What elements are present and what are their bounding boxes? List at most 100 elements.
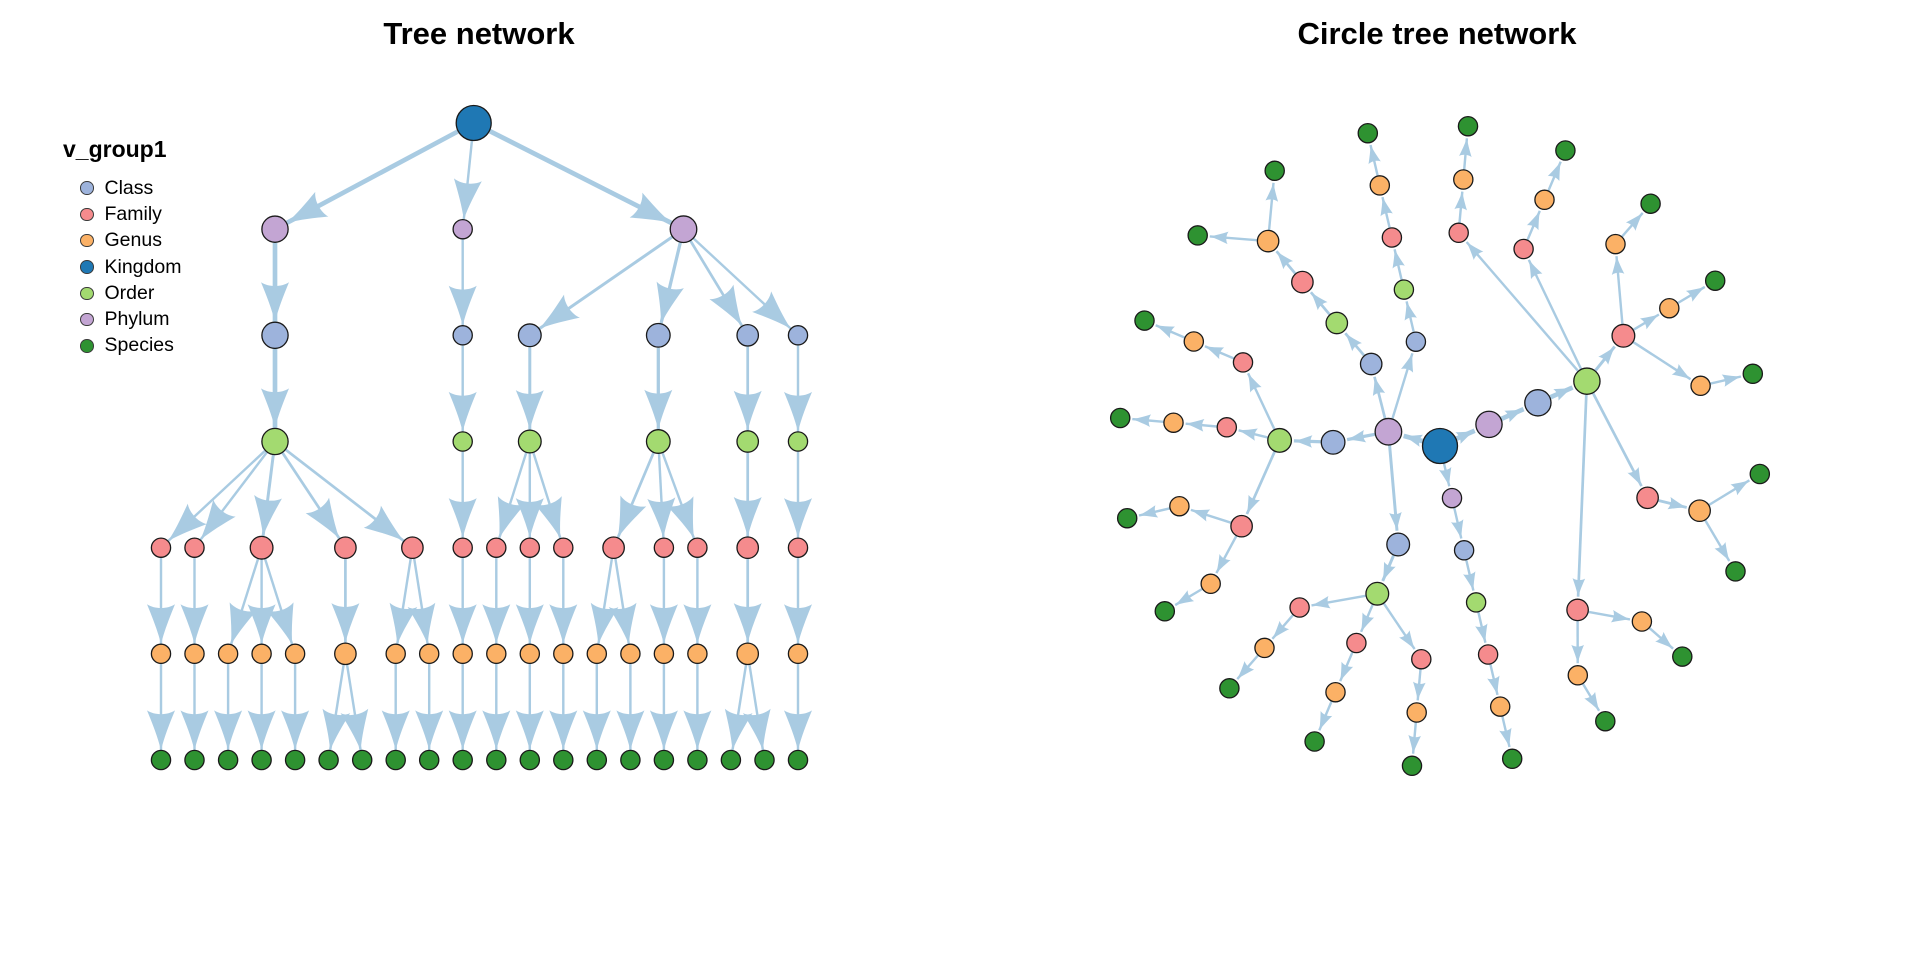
edge-kingdom-to-phylum <box>285 129 459 225</box>
node-genus <box>1605 233 1626 255</box>
node-species <box>1116 507 1138 529</box>
node-species <box>687 749 708 771</box>
node-species <box>553 749 574 771</box>
node-genus <box>486 643 507 665</box>
edge-genus-to-species <box>340 664 369 751</box>
edge-family-to-genus <box>1204 345 1235 360</box>
legend-title: v_group1 <box>63 136 167 162</box>
node-family <box>653 537 675 558</box>
legend-swatch-phylum <box>80 312 94 327</box>
node-family <box>1611 323 1636 348</box>
edge-genus-to-species <box>322 664 351 751</box>
node-class <box>1405 331 1427 352</box>
node-species <box>620 749 641 771</box>
edge-kingdom-to-phylum <box>1455 428 1476 444</box>
edge-family-to-genus <box>1632 313 1660 331</box>
node-genus <box>334 642 357 666</box>
edge-class-to-order <box>1381 554 1396 582</box>
legend-swatch-genus <box>80 233 94 248</box>
edge-family-to-genus <box>389 558 418 645</box>
edge-phylum-to-class <box>1346 429 1376 443</box>
node-class <box>1453 540 1475 561</box>
legend-item-order: Order <box>63 280 181 306</box>
node-species <box>184 749 205 771</box>
node-species <box>653 749 675 771</box>
node-species <box>1304 731 1325 752</box>
node-species <box>251 749 272 771</box>
node-species <box>586 749 608 771</box>
node-family <box>787 537 809 558</box>
node-family <box>1566 598 1589 622</box>
edge-class-to-order <box>1463 559 1476 591</box>
node-class <box>261 321 289 350</box>
edge-order-to-family <box>167 449 266 542</box>
node-family <box>184 537 205 558</box>
node-class <box>452 325 473 346</box>
node-genus <box>251 643 272 665</box>
node-genus <box>620 643 641 665</box>
node-genus <box>385 643 406 665</box>
node-species <box>1264 160 1285 182</box>
node-species <box>1501 748 1523 770</box>
node-class <box>1359 352 1383 376</box>
node-family <box>1291 270 1314 294</box>
node-phylum <box>452 218 473 240</box>
edge-family-to-genus <box>1185 419 1217 432</box>
node-phylum <box>1475 410 1503 439</box>
edge-phylum-to-class <box>692 237 792 330</box>
edge-order-to-family <box>199 451 268 541</box>
node-class <box>787 325 809 346</box>
edge-family-to-genus <box>1190 508 1232 524</box>
edge-order-to-family <box>1247 372 1276 430</box>
edge-genus-to-species <box>1710 374 1742 387</box>
edge-kingdom-to-phylum <box>1439 463 1452 487</box>
node-species <box>1219 678 1240 699</box>
node-family <box>519 537 541 558</box>
edge-genus-to-species <box>1236 654 1259 680</box>
edge-order-to-family <box>254 454 282 537</box>
node-species <box>284 749 306 771</box>
edge-genus-to-species <box>724 664 753 751</box>
circle-tree-network-title: Circle tree network <box>1297 16 1577 51</box>
node-species <box>1704 270 1726 291</box>
edge-order-to-family <box>1465 241 1579 372</box>
node-family <box>687 537 708 558</box>
node-class <box>517 323 542 348</box>
edge-family-to-genus <box>1487 664 1500 696</box>
edge-family-to-genus <box>1454 191 1467 223</box>
node-genus <box>519 643 541 665</box>
legend-swatch-order <box>80 286 94 301</box>
edge-genus-to-species <box>1132 414 1164 427</box>
node-species <box>385 749 406 771</box>
edge-family-to-genus <box>1658 496 1688 510</box>
edge-phylum-to-class <box>538 235 673 330</box>
node-species <box>1109 407 1131 429</box>
tree-network-title: Tree network <box>383 16 575 51</box>
edge-order-to-family <box>1245 451 1276 515</box>
node-order <box>787 431 809 452</box>
edge-order-to-family <box>1382 602 1416 650</box>
node-species <box>452 749 473 771</box>
node-species <box>1742 363 1764 385</box>
edge-family-to-genus <box>590 558 619 645</box>
node-order <box>1325 311 1349 335</box>
legend-swatch-class <box>80 181 94 195</box>
edge-family-to-genus <box>1215 535 1238 574</box>
edge-kingdom-to-phylum <box>488 129 673 225</box>
node-species <box>720 749 742 771</box>
node-genus <box>1183 331 1205 352</box>
edge-genus-to-species <box>1581 683 1601 712</box>
edge-family-to-genus <box>1588 609 1631 623</box>
node-genus <box>1453 169 1474 190</box>
node-species <box>1640 193 1661 214</box>
node-order <box>736 430 760 453</box>
node-genus <box>217 643 239 665</box>
node-order <box>1267 427 1293 453</box>
node-genus <box>1406 702 1427 723</box>
node-order <box>517 429 542 454</box>
legend-label: Family <box>104 202 162 225</box>
edge-class-to-order <box>1404 301 1417 333</box>
